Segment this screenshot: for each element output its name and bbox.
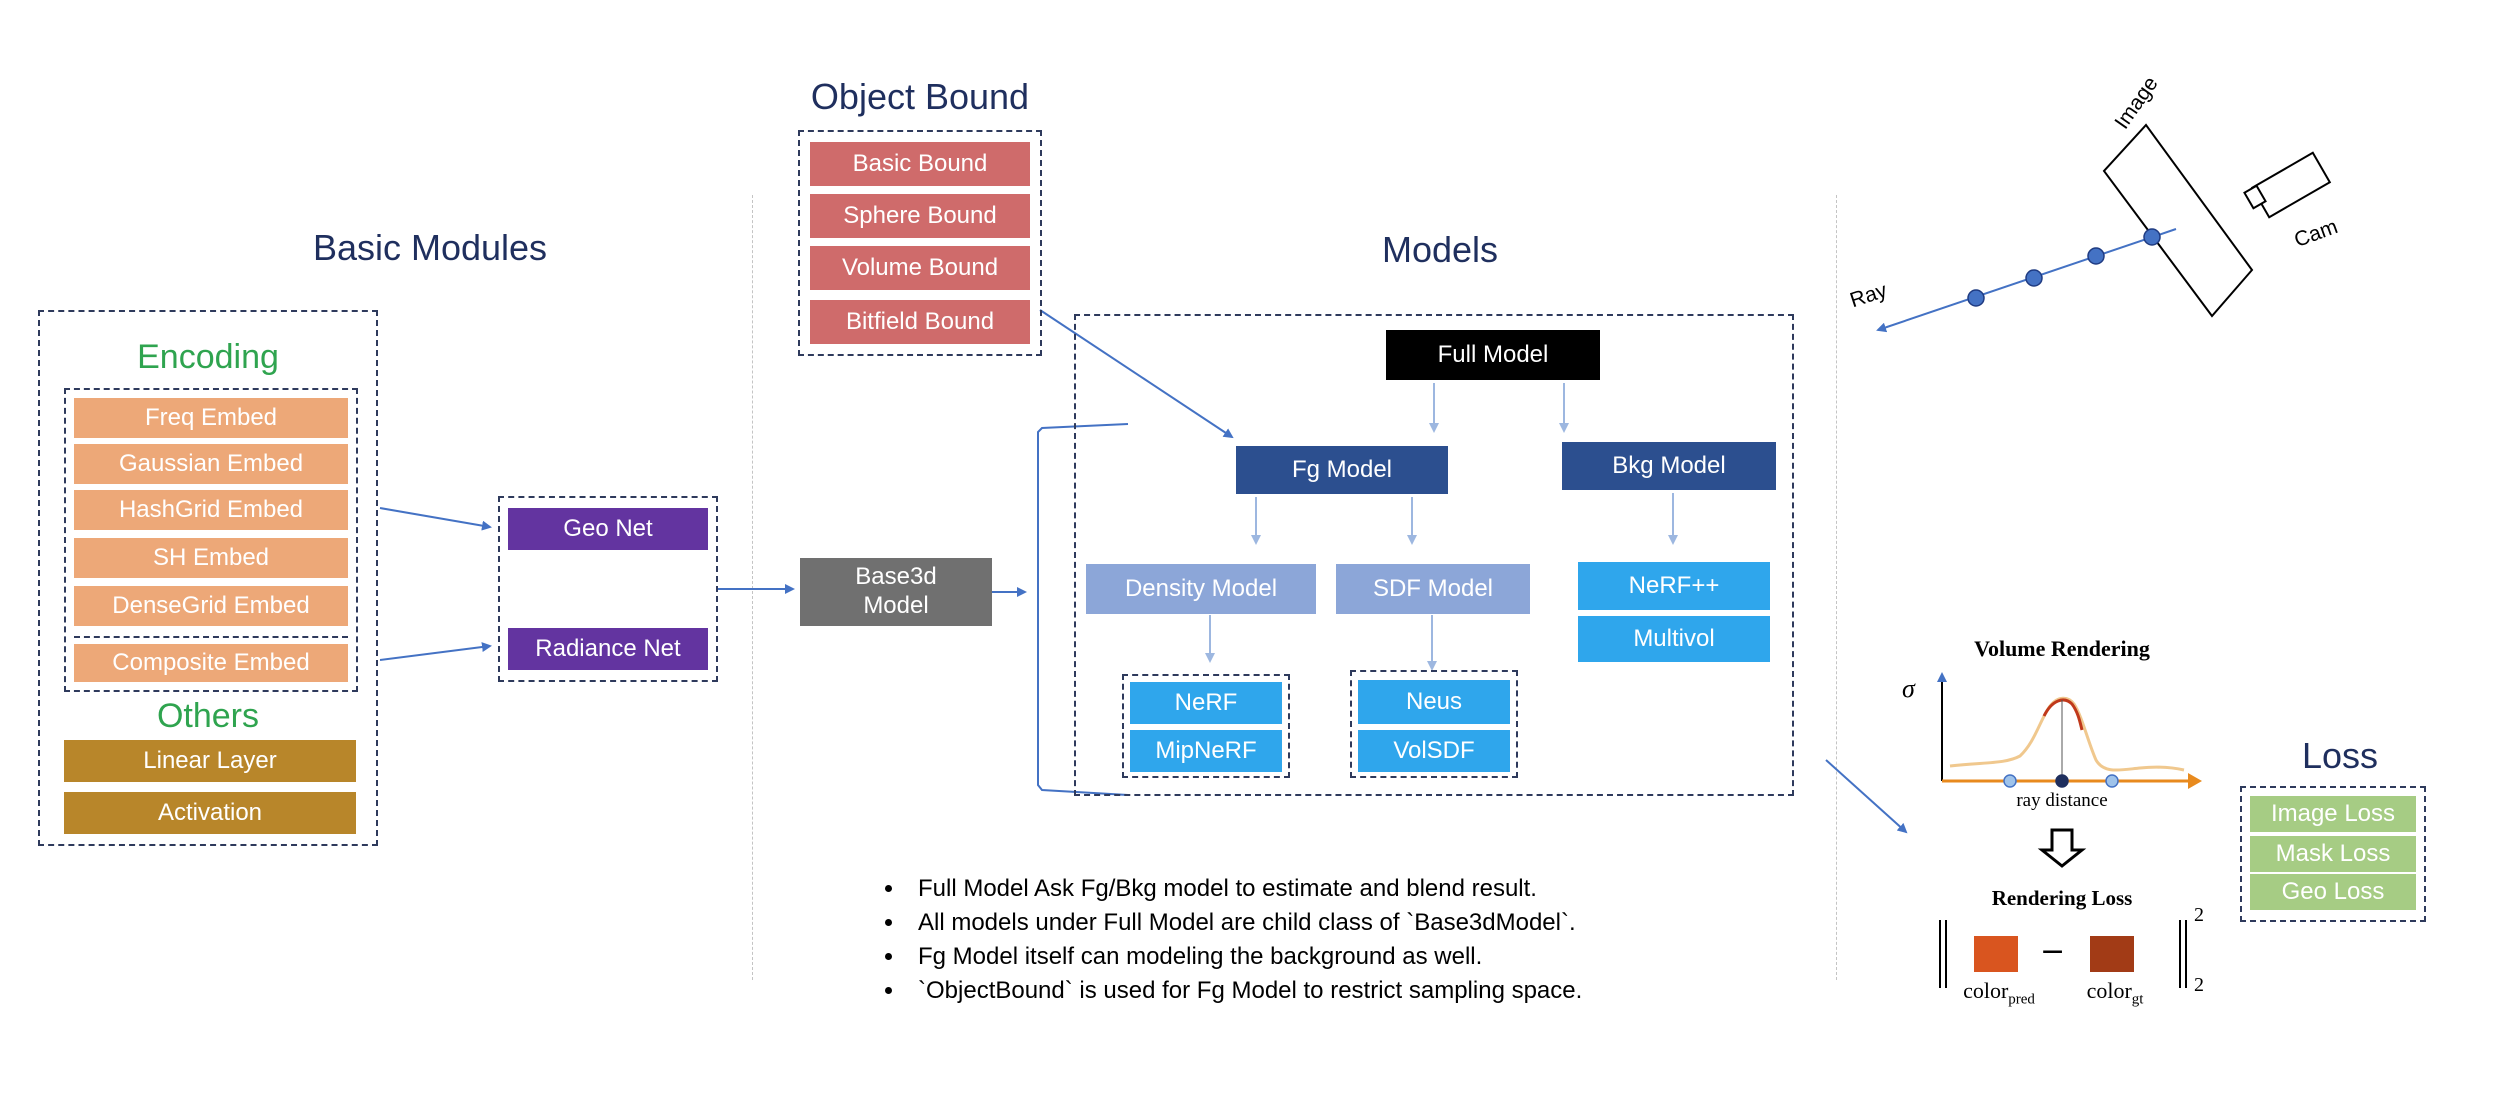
nets-frame — [498, 496, 718, 682]
note-item: Full Model Ask Fg/Bkg model to estimate … — [906, 872, 1582, 906]
divider-right — [1836, 195, 1837, 980]
bracket-models-left — [1037, 423, 1129, 796]
bitfield-bound-box: Bitfield Bound — [810, 300, 1030, 344]
volsdf-box: VolSDF — [1358, 730, 1510, 772]
volume-rendering-title: Volume Rendering — [1974, 636, 2150, 661]
base3d-line1: Base3d — [855, 563, 937, 591]
fg-model-box: Fg Model — [1236, 446, 1448, 494]
gaussian-embed-box: Gaussian Embed — [74, 444, 348, 484]
sphere-bound-box: Sphere Bound — [810, 194, 1030, 238]
arrow-encoding-to-geonet — [379, 507, 492, 531]
geo-loss-box: Geo Loss — [2250, 874, 2416, 910]
base3d-model-box: Base3d Model — [800, 558, 992, 626]
loss-title: Loss — [2301, 735, 2379, 776]
object-bound-frame — [798, 130, 1042, 356]
ray-sample-point — [1967, 289, 1985, 307]
arrow-encoding-to-radiancenet — [379, 642, 492, 661]
minus-sign: − — [2040, 934, 2066, 969]
base3d-line2: Model — [863, 592, 929, 619]
nerfpp-box: NeRF++ — [1578, 562, 1770, 610]
arrow-bound-to-fg — [1039, 309, 1234, 439]
vr-sample-point — [2105, 774, 2119, 788]
encoding-title: Encoding — [137, 337, 279, 376]
gt-base: color — [2086, 978, 2132, 1003]
radiance-net-box: Radiance Net — [508, 628, 708, 670]
norm-superscript: 2 — [2194, 904, 2204, 926]
pred-color-swatch — [1974, 936, 2018, 972]
sdf-model-box: SDF Model — [1336, 564, 1530, 614]
norm-subscript: 2 — [2194, 974, 2204, 996]
others-title: Others — [156, 696, 260, 735]
composite-separator — [74, 636, 348, 638]
sdf-children-frame — [1350, 670, 1518, 778]
note-item: `ObjectBound` is used for Fg Model to re… — [906, 974, 1582, 1008]
note-item: All models under Full Model are child cl… — [906, 906, 1582, 940]
ray-sample-point — [2087, 247, 2105, 265]
divider-left — [752, 195, 753, 980]
ray-distance-label: ray distance — [2016, 790, 2108, 811]
object-bound-title: Object Bound — [810, 76, 1030, 117]
notes-list: Full Model Ask Fg/Bkg model to estimate … — [858, 872, 1582, 1008]
loss-frame — [2240, 786, 2426, 922]
camera-body — [2250, 151, 2332, 219]
bkg-model-box: Bkg Model — [1562, 442, 1776, 490]
nerf-box: NeRF — [1130, 682, 1282, 724]
mipnerf-box: MipNeRF — [1130, 730, 1282, 772]
vr-sample-point — [2055, 774, 2069, 788]
mask-loss-box: Mask Loss — [2250, 836, 2416, 872]
basic-modules-title: Basic Modules — [312, 227, 548, 268]
vr-x-arrowhead — [2188, 773, 2202, 789]
ray-sample-point — [2025, 269, 2043, 287]
note-item: Fg Model itself can modeling the backgro… — [906, 940, 1582, 974]
camera-lens — [2243, 184, 2267, 210]
rendering-loss-title: Rendering Loss — [1991, 886, 2133, 910]
multivol-box: Multivol — [1578, 616, 1770, 662]
models-frame — [1074, 314, 1794, 796]
composite-embed-box: Composite Embed — [74, 644, 348, 682]
gt-sub: gt — [2131, 991, 2144, 1008]
models-title: Models — [1381, 229, 1499, 270]
pred-base: color — [1963, 978, 2009, 1003]
neus-box: Neus — [1358, 680, 1510, 724]
vr-sample-point — [2003, 774, 2017, 788]
image-plane — [2102, 123, 2254, 318]
sh-embed-box: SH Embed — [74, 538, 348, 578]
gt-label: colorgt — [2080, 978, 2150, 1008]
gt-color-swatch — [2090, 936, 2134, 972]
vr-peak-highlight — [2042, 698, 2084, 731]
sigma-label: σ — [1902, 674, 1915, 703]
vr-density-curve — [1949, 696, 2185, 772]
freq-embed-box: Freq Embed — [74, 398, 348, 438]
linear-layer-box: Linear Layer — [64, 740, 356, 782]
pred-sub: pred — [2008, 991, 2035, 1008]
arrow-models-to-rendering — [1825, 759, 1908, 834]
hashgrid-embed-box: HashGrid Embed — [74, 490, 348, 530]
geo-net-box: Geo Net — [508, 508, 708, 550]
ray-sample-point — [2143, 228, 2161, 246]
pred-label: colorpred — [1958, 978, 2040, 1008]
densegrid-embed-box: DenseGrid Embed — [74, 586, 348, 626]
activation-box: Activation — [64, 792, 356, 834]
volume-bound-box: Volume Bound — [810, 246, 1030, 290]
encoding-frame — [64, 388, 358, 692]
basic-bound-box: Basic Bound — [810, 142, 1030, 186]
density-model-box: Density Model — [1086, 564, 1316, 614]
full-model-box: Full Model — [1386, 330, 1600, 380]
basic-modules-frame — [38, 310, 378, 846]
image-loss-box: Image Loss — [2250, 796, 2416, 832]
down-outline-arrow — [2037, 828, 2087, 868]
density-children-frame — [1122, 674, 1290, 778]
